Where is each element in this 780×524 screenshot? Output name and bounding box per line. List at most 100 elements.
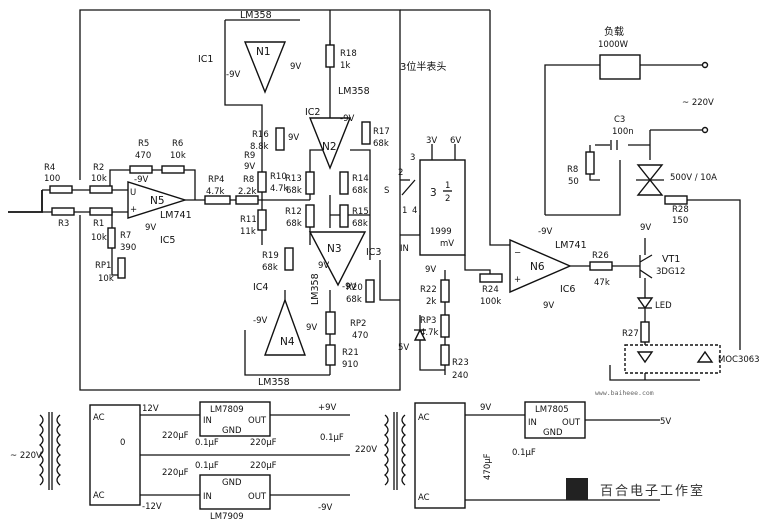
potentiometer-rp3: RP3 4.7k [420, 314, 450, 338]
svg-text:10k: 10k [170, 151, 186, 161]
svg-text:OUT: OUT [248, 416, 267, 426]
svg-text:150: 150 [672, 216, 688, 226]
svg-text:-12V: -12V [142, 502, 162, 512]
resistor-r5: R5 470 [129, 139, 153, 174]
svg-text:mV: mV [440, 239, 454, 249]
svg-text:C3: C3 [614, 115, 625, 125]
svg-text:3: 3 [410, 153, 415, 163]
n1-neg: -9V [226, 70, 240, 80]
svg-text:R23: R23 [452, 358, 469, 368]
svg-text:100n: 100n [612, 127, 634, 137]
resistor-r23: R23 240 [440, 344, 469, 381]
svg-text:GND: GND [222, 478, 242, 488]
optocoupler: MOC3063 [624, 344, 760, 374]
resistor-r28: R28 150 [664, 195, 689, 226]
svg-text:3DG12: 3DG12 [656, 267, 685, 277]
psu-left: ~ 220V AC AC 0 12V -12V LM7809 IN OUT GN… [10, 401, 377, 522]
resistor-r10: R9 9V R10 4.7k [244, 151, 289, 194]
svg-text:R10: R10 [270, 172, 287, 182]
resistor-r8-snubber: R8 50 [567, 151, 595, 187]
resistor-r16: R16 8.8k [250, 127, 285, 152]
svg-text:68k: 68k [352, 186, 368, 196]
svg-text:R4: R4 [44, 163, 55, 173]
transistor-vt1: VT1 3DG12 9V LED [636, 223, 685, 311]
svg-text:100: 100 [44, 174, 60, 184]
svg-text:470μF: 470μF [483, 453, 493, 480]
svg-text:R14: R14 [352, 174, 369, 184]
n1-pos: 9V [290, 62, 301, 72]
svg-text:9V: 9V [425, 265, 436, 275]
svg-text:IN: IN [203, 492, 212, 502]
svg-text:R12: R12 [285, 207, 302, 217]
svg-text:470: 470 [352, 331, 368, 341]
svg-text:3V: 3V [426, 136, 437, 146]
svg-text:LM7909: LM7909 [210, 512, 244, 522]
svg-text:1: 1 [402, 206, 407, 216]
svg-text:R1: R1 [93, 219, 104, 229]
svg-text:240: 240 [452, 371, 468, 381]
n6-type: LM741 [555, 240, 587, 251]
svg-text:4: 4 [412, 206, 417, 216]
n6-name: N6 [530, 261, 545, 273]
svg-text:5V: 5V [398, 343, 409, 353]
opamp-n5: N5 U + LM741 IC5 -9V 9V [127, 175, 192, 246]
panel-meter: 3位半表头 3V 6V 3 1 2 1999 mV IN S 2 3 4 1 [384, 60, 466, 256]
n3-pos: 9V [318, 261, 329, 271]
svg-text:68k: 68k [373, 139, 389, 149]
svg-text:负载: 负载 [604, 25, 624, 38]
svg-text:-9V: -9V [318, 503, 332, 513]
svg-text:R7: R7 [120, 231, 131, 241]
svg-text:R17: R17 [373, 127, 390, 137]
svg-text:220μF: 220μF [250, 461, 277, 471]
opamp-n2: N2 LM358 IC2 -9V 9V [288, 86, 370, 170]
svg-text:0: 0 [120, 438, 125, 448]
n1-type: LM358 [240, 10, 272, 21]
svg-text:R24: R24 [482, 285, 499, 295]
resistor-r24: R24 100k [479, 273, 503, 307]
n4-neg: -9V [253, 316, 267, 326]
svg-text:910: 910 [342, 360, 358, 370]
svg-text:5V: 5V [660, 417, 671, 427]
svg-text:IN: IN [400, 244, 409, 254]
svg-text:R8: R8 [243, 175, 254, 185]
svg-text:MOC3063: MOC3063 [718, 355, 760, 365]
n5-neg: -9V [134, 175, 148, 185]
svg-text:R20: R20 [346, 283, 363, 293]
svg-text:2: 2 [445, 194, 450, 204]
svg-text:R8: R8 [567, 165, 578, 175]
svg-text:R11: R11 [240, 215, 257, 225]
svg-text:4.7k: 4.7k [270, 184, 289, 194]
svg-text:68k: 68k [286, 186, 302, 196]
potentiometer-rp2: RP2 470 [325, 311, 368, 341]
svg-text:470: 470 [135, 151, 151, 161]
svg-text:R13: R13 [285, 174, 302, 184]
svg-text:220μF: 220μF [250, 438, 277, 448]
svg-text:220μF: 220μF [162, 468, 189, 478]
svg-text:4.7k: 4.7k [420, 328, 439, 338]
svg-text:12V: 12V [142, 404, 159, 414]
svg-text:R9: R9 [244, 151, 255, 161]
resistor-r14: R14 68k [339, 171, 369, 196]
opamp-n6: N6 − + LM741 IC6 -9V 9V [509, 227, 587, 311]
load-block: 负载 1000W ~ 220V [598, 25, 714, 134]
svg-text:68k: 68k [346, 295, 362, 305]
svg-text:VT1: VT1 [662, 254, 680, 265]
svg-text:0.1μF: 0.1μF [195, 438, 219, 448]
svg-text:AC: AC [93, 491, 105, 501]
svg-text:AC: AC [418, 493, 430, 503]
svg-text:220V: 220V [355, 445, 377, 455]
svg-text:R6: R6 [172, 139, 183, 149]
n3-ref: IC3 [366, 247, 381, 258]
svg-text:R21: R21 [342, 348, 359, 358]
svg-text:9V: 9V [640, 223, 651, 233]
svg-text:1999: 1999 [430, 227, 452, 237]
n3-type: LM358 [310, 273, 321, 305]
svg-text:AC: AC [418, 413, 430, 423]
svg-text:R16: R16 [252, 130, 269, 140]
svg-text:www.baiheee.com: www.baiheee.com [595, 389, 654, 397]
n4-pos: 9V [306, 323, 317, 333]
resistor-r4: R4 100 [44, 163, 73, 194]
svg-text:GND: GND [543, 428, 563, 438]
